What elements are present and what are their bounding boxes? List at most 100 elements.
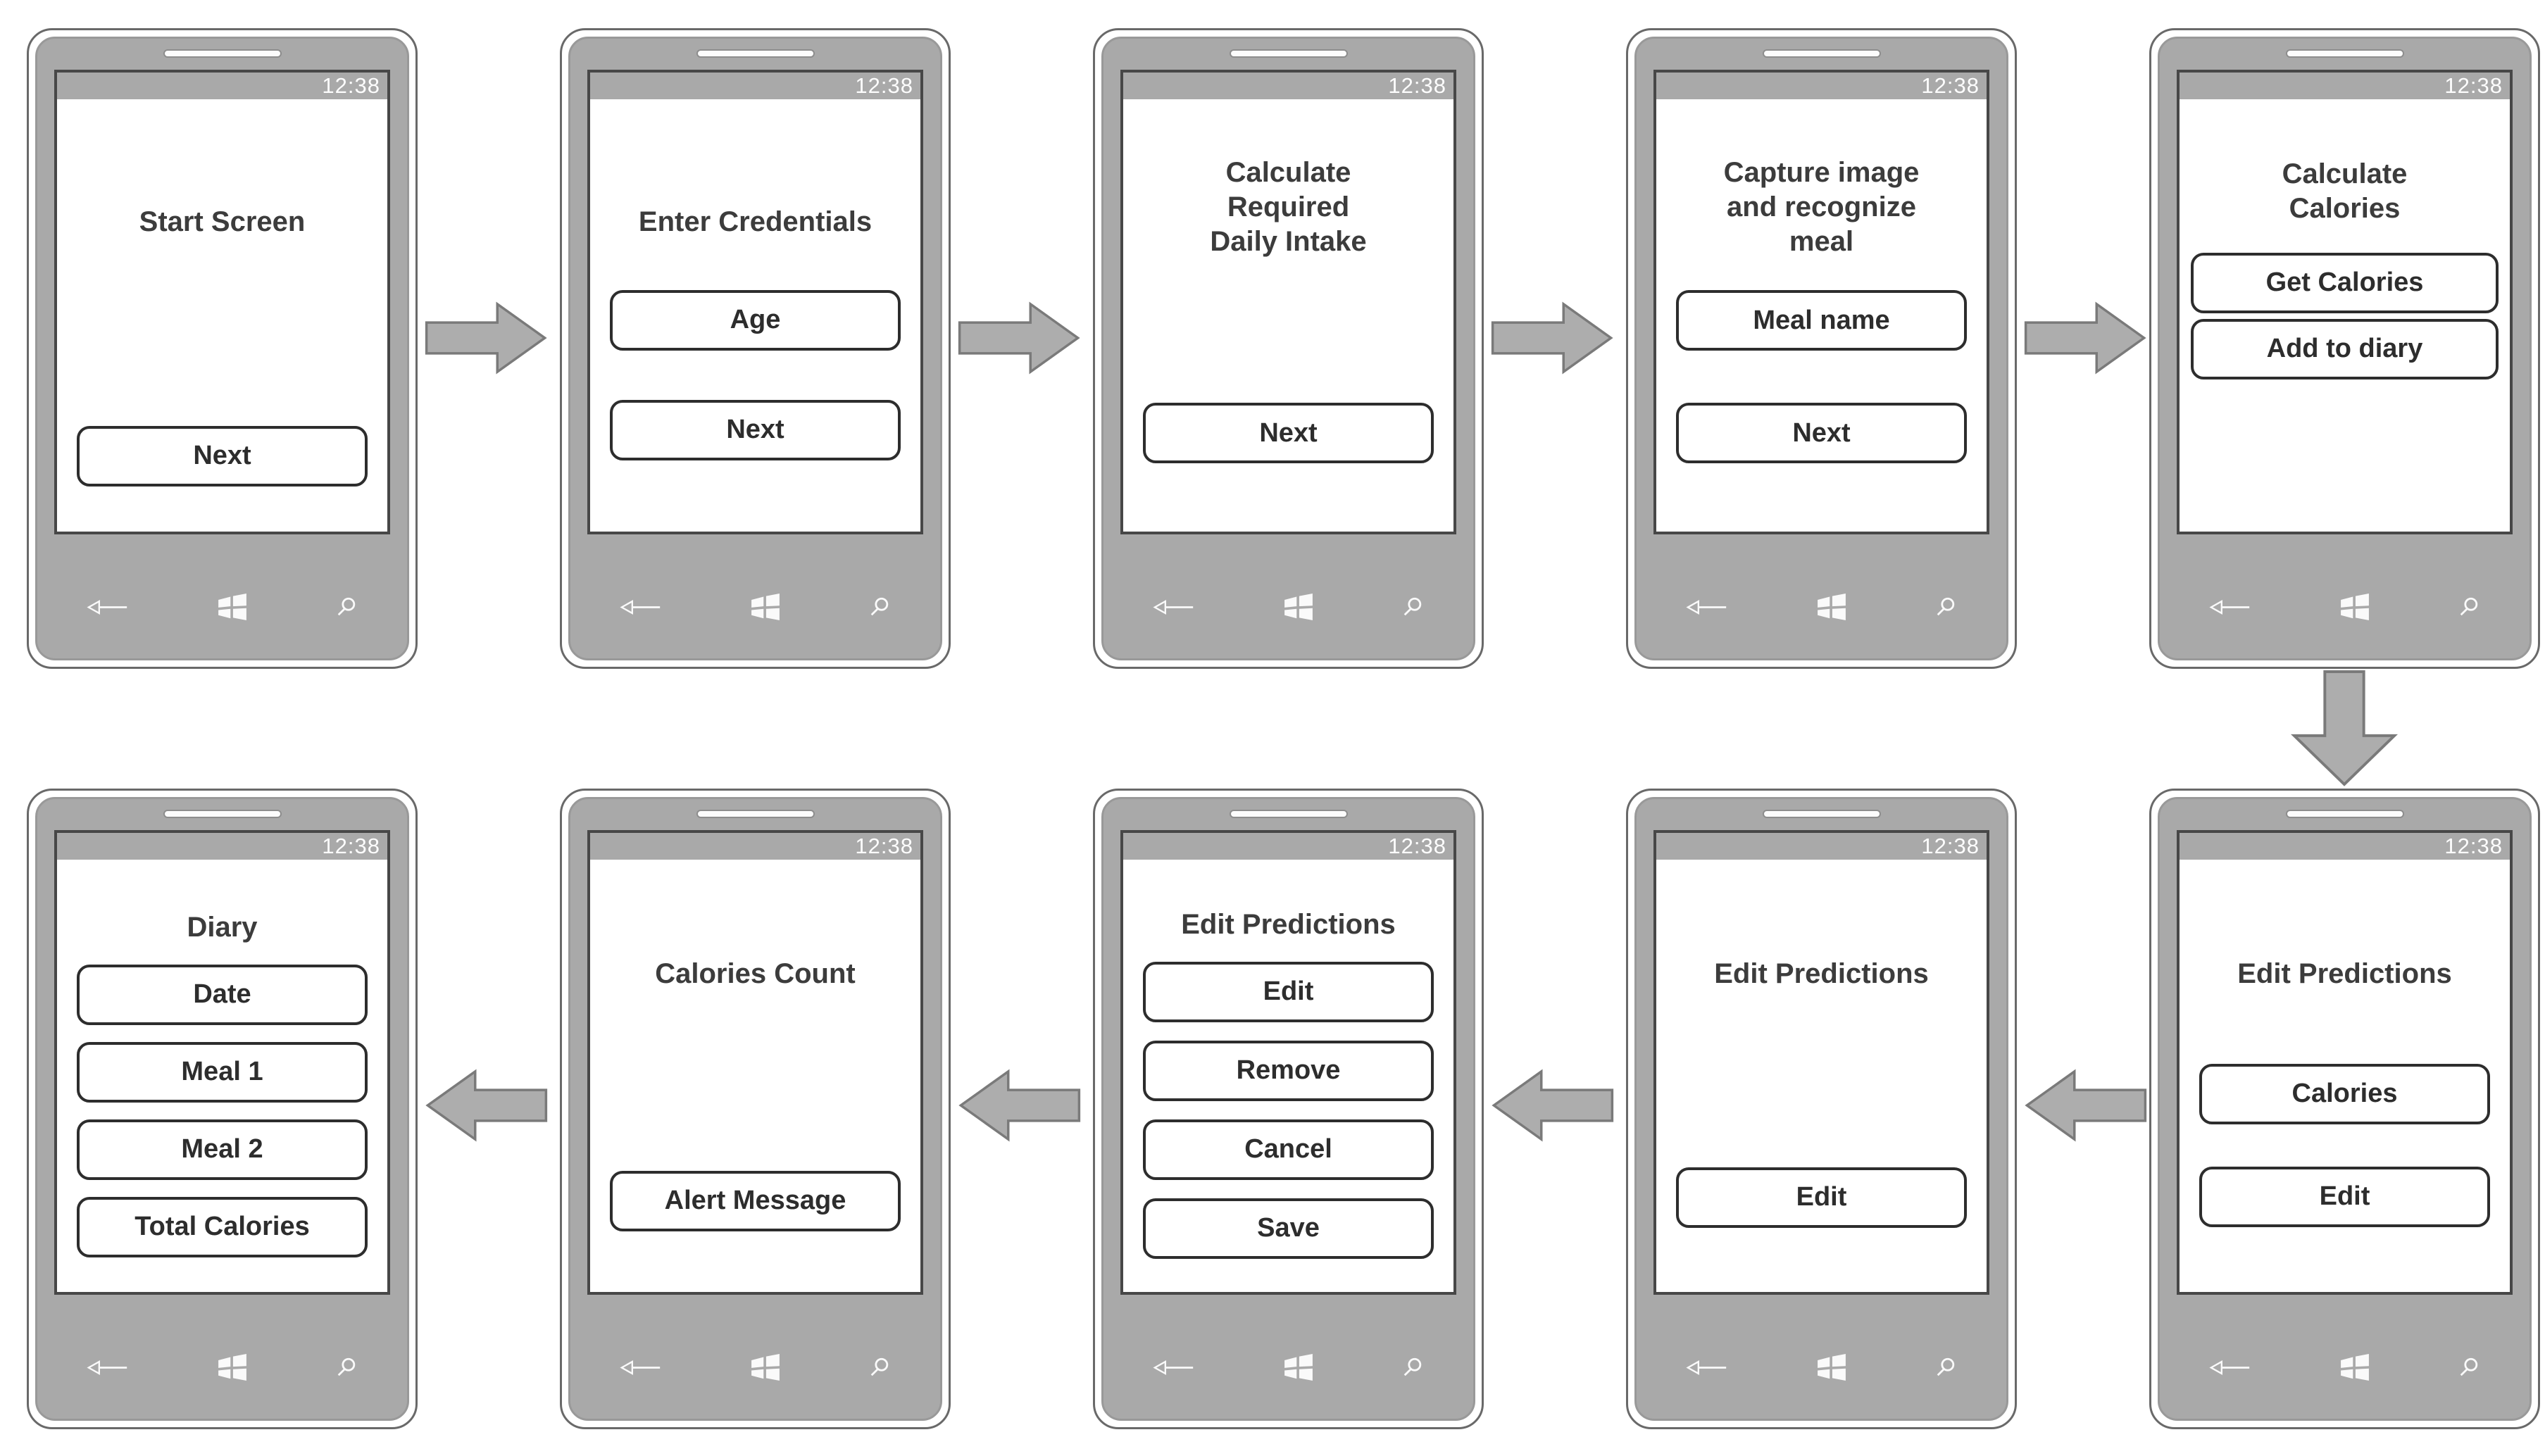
flow-arrow-left-1	[425, 1069, 548, 1142]
status-time: 12:38	[1388, 73, 1446, 98]
status-bar: 12:38	[1656, 833, 1987, 860]
screen-content: Calories Count Alert Message	[590, 860, 920, 1292]
wireframe-button-edit[interactable]: Edit	[2199, 1166, 2490, 1227]
wireframe-button-cancel[interactable]: Cancel	[1143, 1119, 1434, 1180]
phone-body: 12:38 Calculate Calories Get Calories Ad…	[2158, 37, 2532, 660]
nav-bar	[1103, 534, 1473, 658]
back-icon[interactable]	[2209, 1359, 2251, 1376]
windows-icon[interactable]	[1817, 594, 1846, 620]
wireframe-button-next[interactable]: Next	[610, 399, 901, 460]
speaker-slot	[1229, 810, 1348, 818]
flow-arrow-right-4	[2024, 301, 2146, 375]
flow-arrow-right-1	[425, 301, 547, 375]
wireframe-button-alert-message[interactable]: Alert Message	[610, 1170, 901, 1231]
back-icon[interactable]	[1153, 1359, 1195, 1376]
wireframe-button-total-calories[interactable]: Total Calories	[77, 1196, 368, 1257]
status-bar: 12:38	[590, 833, 920, 860]
wireframe-button-add-to-diary[interactable]: Add to diary	[2191, 318, 2499, 379]
wireframe-button-next[interactable]: Next	[1676, 403, 1967, 464]
status-time: 12:38	[855, 73, 913, 98]
nav-bar	[2160, 1295, 2530, 1419]
phone-calculate-calories: 12:38 Calculate Calories Get Calories Ad…	[2149, 28, 2540, 669]
back-icon[interactable]	[87, 1359, 129, 1376]
status-time: 12:38	[322, 834, 380, 858]
search-icon[interactable]	[1934, 596, 1957, 618]
phone-body: 12:38 Calories Count Alert Message	[568, 797, 942, 1421]
search-icon[interactable]	[1401, 596, 1424, 618]
search-icon[interactable]	[335, 596, 358, 618]
status-bar: 12:38	[1656, 73, 1987, 99]
nav-bar	[1103, 1295, 1473, 1419]
windows-icon[interactable]	[1284, 594, 1313, 620]
wireframe-button-remove[interactable]: Remove	[1143, 1040, 1434, 1101]
phone-body: 12:38 Capture image and recognize meal M…	[1634, 37, 2008, 660]
screen-title: Edit Predictions	[1181, 909, 1396, 940]
screen-content: Start Screen Next	[57, 99, 387, 532]
wireframe-button-next[interactable]: Next	[77, 425, 368, 487]
search-icon[interactable]	[868, 1356, 891, 1379]
screen: 12:38 Diary Date Meal 1 Meal 2 Total Cal…	[54, 830, 390, 1295]
wireframe-button-edit[interactable]: Edit	[1143, 961, 1434, 1022]
phone-calculate-required-daily-intake: 12:38 Calculate Required Daily Intake Ne…	[1093, 28, 1484, 669]
search-icon[interactable]	[2458, 1356, 2480, 1379]
back-icon[interactable]	[1153, 598, 1195, 616]
screen-content: Edit Predictions Edit	[1656, 860, 1987, 1292]
back-icon[interactable]	[620, 1359, 662, 1376]
windows-icon[interactable]	[218, 1354, 247, 1381]
phone-body: 12:38 Edit Predictions Edit Remove Cance…	[1101, 797, 1475, 1421]
wireframe-button-get-calories[interactable]: Get Calories	[2191, 252, 2499, 313]
wireframe-button-date[interactable]: Date	[77, 964, 368, 1025]
screen: 12:38 Edit Predictions Calories Edit	[2177, 830, 2513, 1295]
screen: 12:38 Start Screen Next	[54, 70, 390, 534]
screen: 12:38 Enter Credentials Age Next	[587, 70, 923, 534]
phone-edit-predictions-calories: 12:38 Edit Predictions Calories Edit	[2149, 789, 2540, 1429]
flow-arrow-right-3	[1491, 301, 1613, 375]
search-icon[interactable]	[335, 1356, 358, 1379]
search-icon[interactable]	[2458, 596, 2480, 618]
back-icon[interactable]	[620, 598, 662, 616]
back-icon[interactable]	[87, 598, 129, 616]
phone-start-screen: 12:38 Start Screen Next	[27, 28, 418, 669]
wireframe-button-meal-1[interactable]: Meal 1	[77, 1041, 368, 1103]
windows-icon[interactable]	[751, 1354, 780, 1381]
search-icon[interactable]	[1401, 1356, 1424, 1379]
flow-arrow-right-2	[958, 301, 1080, 375]
back-icon[interactable]	[2209, 598, 2251, 616]
status-time: 12:38	[2444, 834, 2503, 858]
screen-title: Diary	[187, 912, 258, 943]
search-icon[interactable]	[868, 596, 891, 618]
phone-body: 12:38 Edit Predictions Calories Edit	[2158, 797, 2532, 1421]
screen-title: Calculate Calories	[2282, 158, 2408, 224]
wireframe-button-meal-name[interactable]: Meal name	[1676, 290, 1967, 351]
windows-icon[interactable]	[218, 594, 247, 620]
phone-edit-predictions-edit: 12:38 Edit Predictions Edit	[1626, 789, 2017, 1429]
wireframe-button-next[interactable]: Next	[1143, 403, 1434, 464]
screen-title: Calories Count	[655, 958, 856, 989]
speaker-slot	[163, 810, 282, 818]
phone-calories-count: 12:38 Calories Count Alert Message	[560, 789, 951, 1429]
screen-content: Calculate Required Daily Intake Next	[1123, 99, 1453, 532]
wireframe-button-save[interactable]: Save	[1143, 1198, 1434, 1259]
screen-title: Enter Credentials	[638, 206, 873, 237]
screen: 12:38 Calculate Required Daily Intake Ne…	[1120, 70, 1456, 534]
back-icon[interactable]	[1686, 598, 1728, 616]
wireframe-button-calories[interactable]: Calories	[2199, 1063, 2490, 1124]
back-icon[interactable]	[1686, 1359, 1728, 1376]
phone-capture-image-recognize-meal: 12:38 Capture image and recognize meal M…	[1626, 28, 2017, 669]
flow-arrow-left-4	[2025, 1069, 2147, 1142]
windows-icon[interactable]	[2340, 594, 2370, 620]
windows-icon[interactable]	[1284, 1354, 1313, 1381]
wireframe-button-edit[interactable]: Edit	[1676, 1167, 1967, 1228]
windows-icon[interactable]	[1817, 1354, 1846, 1381]
phone-diary: 12:38 Diary Date Meal 1 Meal 2 Total Cal…	[27, 789, 418, 1429]
wireframe-button-meal-2[interactable]: Meal 2	[77, 1119, 368, 1180]
phone-enter-credentials: 12:38 Enter Credentials Age Next	[560, 28, 951, 669]
windows-icon[interactable]	[751, 594, 780, 620]
search-icon[interactable]	[1934, 1356, 1957, 1379]
screen-content: Edit Predictions Edit Remove Cancel Save	[1123, 860, 1453, 1292]
windows-icon[interactable]	[2340, 1354, 2370, 1381]
wireframe-button-age[interactable]: Age	[610, 289, 901, 351]
status-bar: 12:38	[57, 833, 387, 860]
screen: 12:38 Calculate Calories Get Calories Ad…	[2177, 70, 2513, 534]
screen-title: Capture image and recognize meal	[1723, 157, 1920, 257]
